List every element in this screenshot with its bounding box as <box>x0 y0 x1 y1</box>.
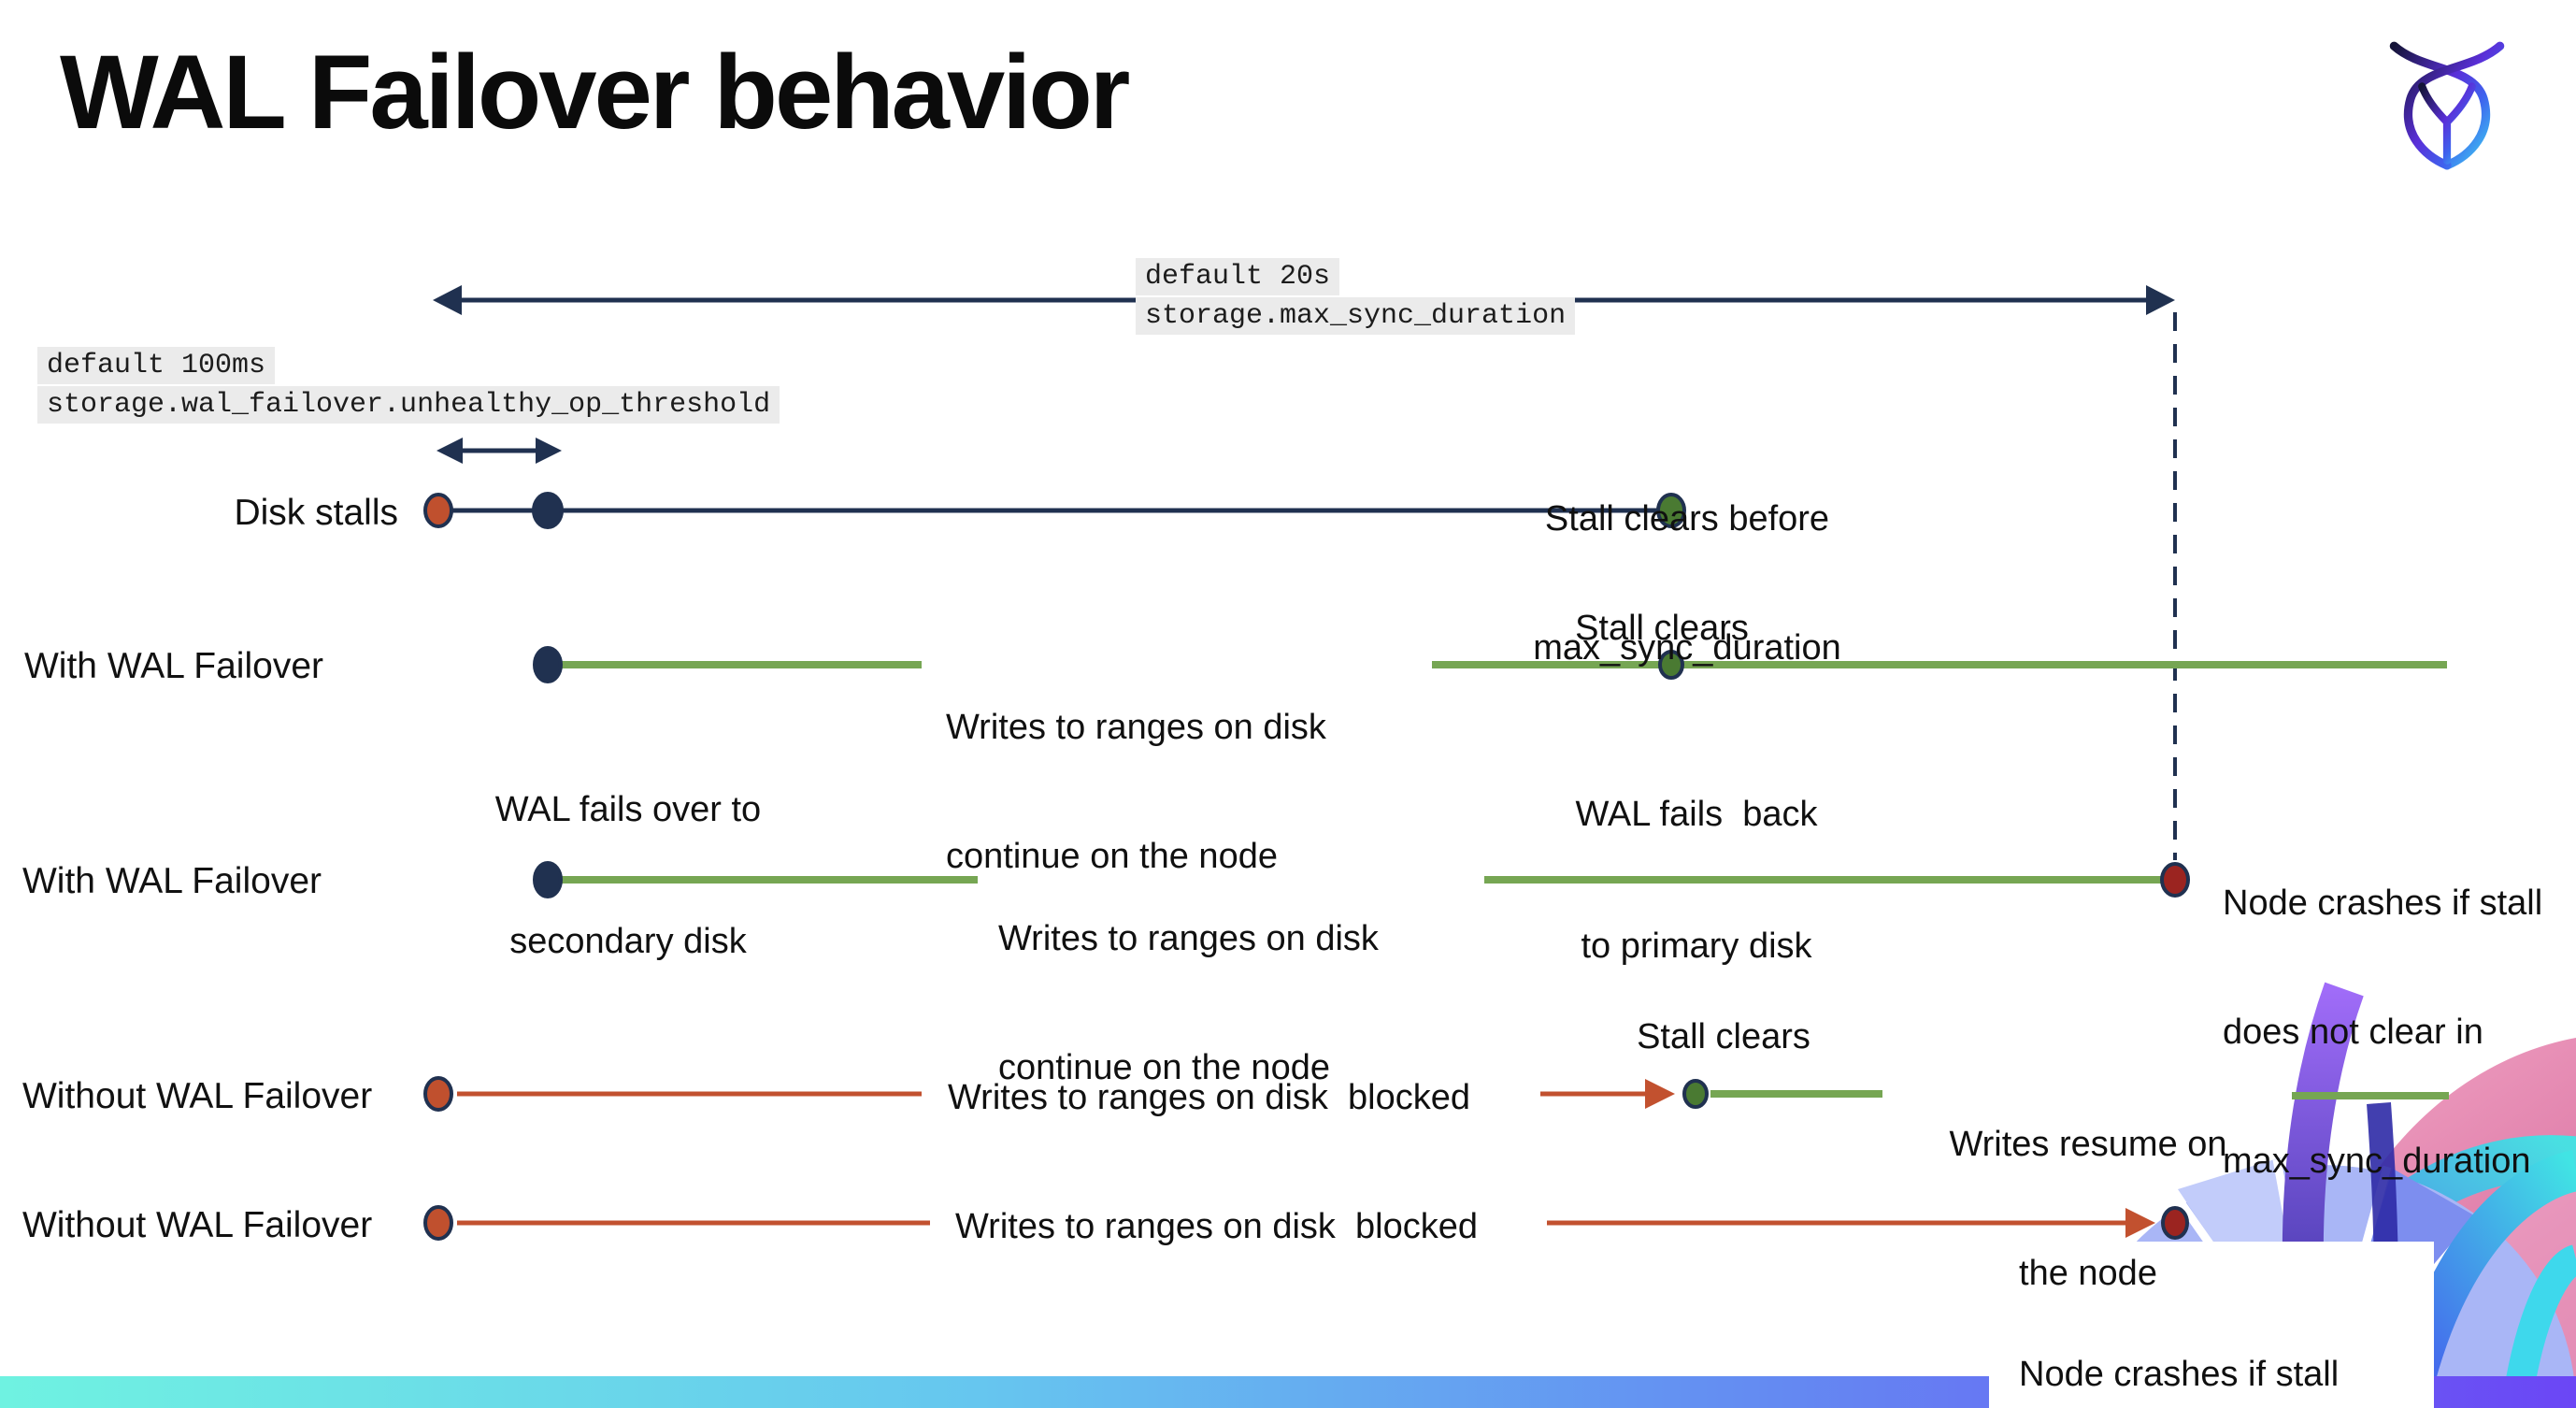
timeline-row-with-failover-crash <box>533 861 2190 898</box>
node-crash-dot <box>2161 1206 2189 1240</box>
annotation-stall-clears-row2: Stall clears <box>1575 609 1749 648</box>
node-crashes-callout-box: Node crashes if stall does not clear in … <box>1989 1242 2434 1408</box>
annotation-node-crashes-row5: Node crashes if stall does not clear in … <box>2019 1355 2340 1394</box>
max-sync-default-label: default 20s <box>1136 258 1340 295</box>
annotation-writes-continue-row3: Writes to ranges on disk continue on the… <box>998 919 1379 1087</box>
stall-clear-dot <box>1682 1079 1709 1109</box>
annotation-node-crashes-row3: Node crashes if stall does not clear in … <box>2223 884 2543 1181</box>
art-cyan-arch-small <box>2501 1244 2576 1408</box>
failover-dot <box>533 861 563 898</box>
annotation-wal-fails-back: WAL fails back to primary disk <box>1575 795 1818 966</box>
stall-start-dot <box>423 1076 453 1112</box>
unhealthy-op-default-label: default 100ms <box>37 347 276 384</box>
red-arrowhead <box>2125 1208 2155 1238</box>
row-label-without-wal-failover-1: Without WAL Failover <box>22 1076 373 1116</box>
annotation-stall-clears-before: Stall clears before max_sync_duration <box>1533 499 1841 668</box>
unhealthy-op-setting-name: storage.wal_failover.unhealthy_op_thresh… <box>37 386 780 424</box>
row-label-with-wal-failover-2: With WAL Failover <box>22 861 322 901</box>
unhealthy-op-threshold-arrow <box>436 438 562 464</box>
timeline-row-without-failover-clears <box>423 1076 2449 1112</box>
row-label-with-wal-failover-1: With WAL Failover <box>24 646 323 686</box>
timeline-row-without-failover-crash <box>423 1205 2189 1241</box>
annotation-stall-clears-row4: Stall clears <box>1637 1017 1810 1056</box>
annotation-writes-blocked-row4: Writes to ranges on disk blocked <box>948 1078 1471 1117</box>
annotation-wal-fails-over: WAL fails over to secondary disk <box>494 790 762 961</box>
annotation-writes-resume: Writes resume on the node <box>1949 1125 2227 1293</box>
row-label-without-wal-failover-2: Without WAL Failover <box>22 1205 373 1245</box>
cockroachdb-logo-icon <box>2389 41 2505 170</box>
stall-clear-dot <box>1658 650 1684 680</box>
annotation-writes-blocked-row5: Writes to ranges on disk blocked <box>955 1207 1479 1246</box>
node-crash-dot <box>2160 862 2190 898</box>
red-arrowhead <box>1645 1079 1675 1109</box>
annotation-writes-continue-row2: Writes to ranges on disk continue on the… <box>946 708 1326 876</box>
failover-dot <box>533 646 563 683</box>
row-label-disk-stalls: Disk stalls <box>234 493 398 533</box>
stall-start-dot <box>423 493 453 528</box>
stall-start-dot <box>423 1205 453 1241</box>
max-sync-setting-name: storage.max_sync_duration <box>1136 297 1576 335</box>
threshold-dot <box>532 492 564 529</box>
stall-clear-dot <box>1656 493 1686 528</box>
slide-title: WAL Failover behavior <box>60 34 1130 151</box>
timeline-row-with-failover-clears <box>533 646 2447 683</box>
timeline-row-disk-stalls <box>423 492 1686 529</box>
